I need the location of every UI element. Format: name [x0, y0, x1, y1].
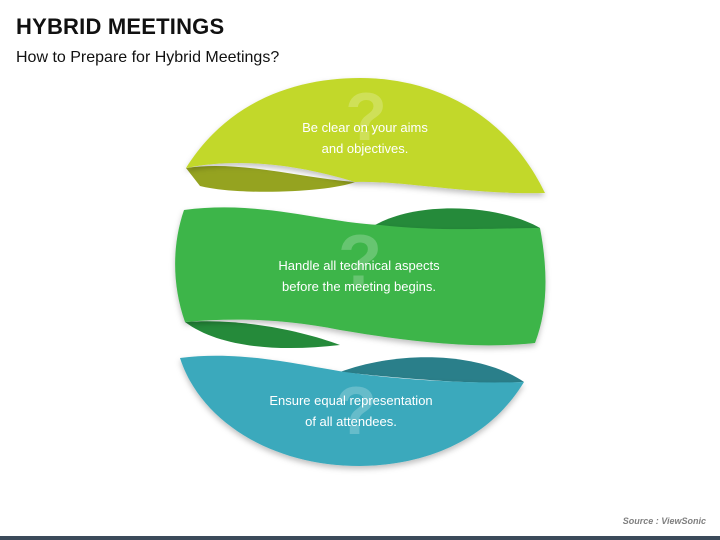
- band-2-shape: [175, 207, 546, 346]
- step-2-text: Handle all technical aspects before the …: [239, 255, 479, 297]
- band-1: ?: [186, 78, 545, 194]
- band-3-fold: [340, 357, 524, 383]
- band-1-shape: [186, 78, 545, 194]
- step-3-text: Ensure equal representation of all atten…: [231, 390, 471, 432]
- band-2-fold-bottom: [185, 321, 340, 349]
- band-1-question-mark-icon: ?: [345, 79, 387, 155]
- step-2-line-1: Handle all technical aspects: [278, 258, 440, 273]
- band-3-shape: [180, 355, 524, 466]
- slide-title: HYBRID MEETINGS: [16, 14, 225, 39]
- step-1-text: Be clear on your aims and objectives.: [245, 117, 485, 159]
- band-2-question-mark-icon: ?: [338, 221, 382, 301]
- step-3-line-2: of all attendees.: [305, 414, 397, 429]
- band-1-fold: [186, 165, 355, 192]
- band-3: ?: [180, 355, 524, 466]
- source-credit: Source : ViewSonic: [622, 516, 706, 526]
- bottom-bar: [0, 536, 720, 540]
- band-3-question-mark-icon: ?: [335, 373, 377, 449]
- slide-subtitle: How to Prepare for Hybrid Meetings?: [16, 49, 280, 66]
- step-1-line-1: Be clear on your aims: [302, 120, 428, 135]
- step-1-line-2: and objectives.: [321, 141, 409, 156]
- band-2-fold-top: [375, 208, 540, 231]
- step-3-line-1: Ensure equal representation: [269, 393, 433, 408]
- step-2-line-2: before the meeting begins.: [282, 279, 436, 294]
- band-2: ?: [175, 207, 546, 349]
